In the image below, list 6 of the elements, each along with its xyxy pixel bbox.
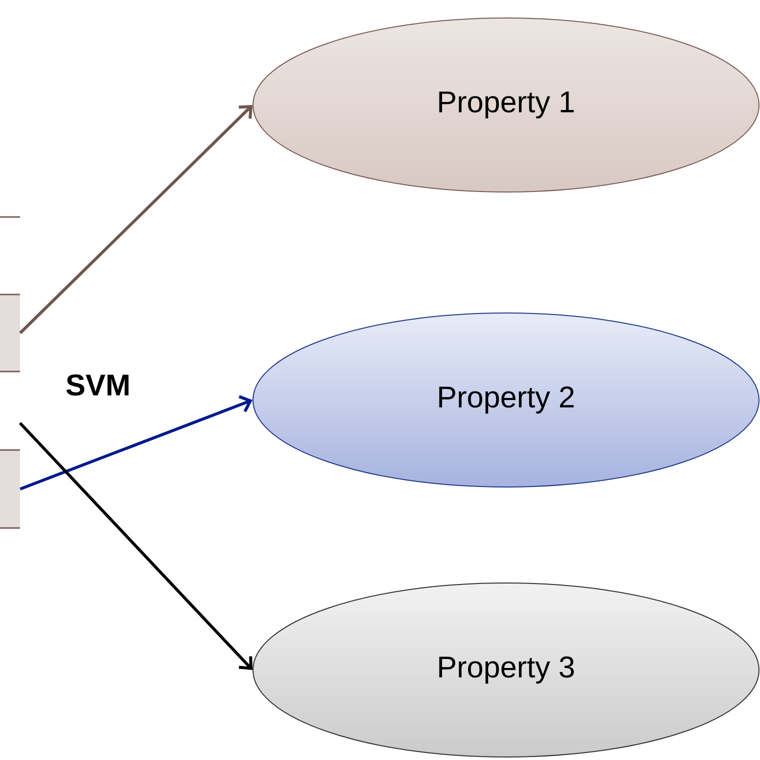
- arrow: [18, 422, 252, 670]
- arrow: [20, 395, 252, 490]
- cut-off-box: [0, 294, 21, 372]
- method-label: SVM: [66, 374, 128, 396]
- arrow: [19, 105, 252, 334]
- cut-off-box: [0, 449, 21, 529]
